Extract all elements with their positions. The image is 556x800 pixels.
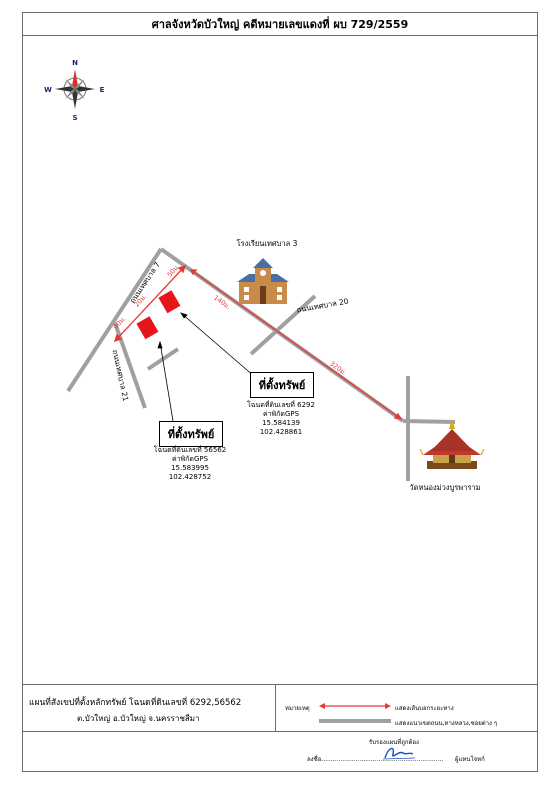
property-marker-56562: [136, 316, 159, 340]
signature-scribble-icon: [382, 747, 416, 760]
temple-label: วัดหนองม่วงบูรพาราม: [409, 483, 480, 492]
road-temple-horizontal: [402, 419, 456, 424]
road-tesaban-20: [249, 294, 317, 356]
distance-label-40: 40ม.: [112, 315, 128, 331]
compass-south: S: [72, 114, 77, 122]
property-label-56562: ที่ตั้งทรัพย์: [159, 421, 223, 447]
road-tesaban-7: [66, 247, 163, 393]
property-info-56562: โฉนดที่ดินเลขที่ 56562 ค่าพิกัดGPS 15.58…: [140, 446, 240, 482]
compass-north: N: [72, 59, 78, 67]
compass-east: E: [100, 86, 105, 94]
gps-title-6292: ค่าพิกัดGPS: [262, 410, 300, 418]
gps-lon-56562: 102.428752: [168, 473, 212, 481]
legend-red-text: แสดงเส้นบอกระยะทาง: [395, 705, 454, 712]
legend-gray-text: แสดงแนวเขตถนน,ทางหลวง,ซอยต่าง ๆ: [395, 720, 498, 727]
legend-gray-road-icon: [319, 719, 391, 723]
school-icon: [237, 258, 289, 304]
signature-area: รับรองแผนที่ถูกต้อง ลงชื่อ..............…: [23, 730, 537, 771]
map-canvas: N S E W: [44, 59, 485, 492]
legend-swatches: [319, 703, 391, 723]
footer-line-1: แผนที่สังเขปที่ตั้งหลักทรัพย์ โฉนดที่ดิน…: [29, 698, 242, 708]
distance-lines: [113, 264, 403, 420]
footer-line-2: ต.บัวใหญ่ อ.บัวใหญ่ จ.นครราชสีมา: [77, 714, 200, 723]
property-info-6292: โฉนดที่ดินเลขที่ 6292 ค่าพิกัดGPS 15.584…: [231, 401, 331, 437]
gps-title-56562: ค่าพิกัดGPS: [171, 455, 209, 463]
gps-lon-6292: 102.428861: [259, 428, 303, 436]
road-label-20: ถนนเทศบาล 20: [296, 297, 350, 315]
deed-number-56562: โฉนดที่ดินเลขที่ 56562: [153, 446, 227, 454]
deed-number-6292: โฉนดที่ดินเลขที่ 6292: [247, 401, 315, 409]
page-title: ศาลจังหวัดบัวใหญ่ คดีหมายเลขแดงที่ ผบ 72…: [23, 13, 537, 36]
map-frame: ศาลจังหวัดบัวใหญ่ คดีหมายเลขแดงที่ ผบ 72…: [22, 12, 538, 772]
sign-line: ลงชื่อ..................................…: [307, 756, 444, 763]
gps-lat-56562: 15.583995: [171, 464, 209, 472]
property-label-6292: ที่ตั้งทรัพย์: [250, 372, 314, 398]
legend-title: หมายเหตุ: [285, 705, 310, 712]
gps-lat-6292: 15.584139: [262, 419, 300, 427]
representative-label: ผู้แทนโจทก์: [455, 756, 485, 763]
temple-icon: [419, 419, 485, 469]
map-area: N S E W: [23, 36, 537, 684]
school-label: โรงเรียนเทศบาล 3: [237, 239, 298, 248]
compass-west: W: [44, 86, 52, 94]
distance-label-50: 50ม.: [166, 263, 182, 279]
certify-text: รับรองแผนที่ถูกต้อง: [369, 739, 419, 746]
pointer-arrows: [157, 312, 256, 422]
legend-red-arrow-icon: [319, 703, 391, 709]
footer-description: แผนที่สังเขปที่ตั้งหลักทรัพย์ โฉนดที่ดิน…: [23, 685, 276, 731]
property-marker-6292: [158, 290, 181, 314]
footer: แผนที่สังเขปที่ตั้งหลักทรัพย์ โฉนดที่ดิน…: [23, 684, 537, 732]
compass-rose-icon: N S E W: [44, 59, 104, 122]
